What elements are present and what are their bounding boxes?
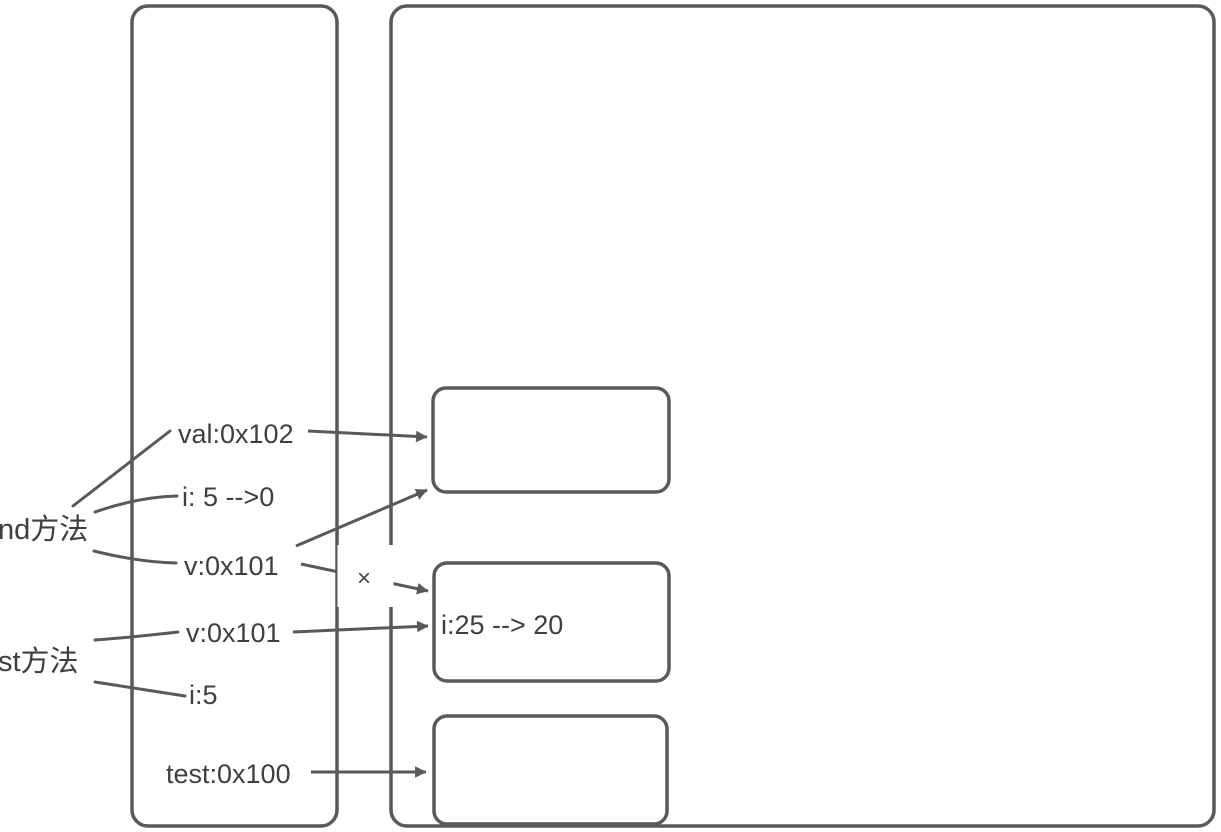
method-label-test: st方法 — [0, 645, 79, 678]
var-label-append-v: v:0x101 — [184, 551, 279, 581]
arrow-test-v-to-middle-object — [292, 620, 429, 634]
cross-mark: × — [357, 565, 371, 592]
var-label-test-i: i:5 — [189, 680, 218, 710]
connector-test-to-i — [93, 680, 187, 698]
arrow-append-v-to-top-object — [295, 488, 428, 548]
heap-object-top-box — [431, 386, 671, 494]
heap-object-middle-box — [432, 561, 671, 683]
connector-append-to-v — [92, 549, 178, 565]
var-label-test-ref: test:0x100 — [166, 759, 291, 789]
heap-object-bottom-box — [432, 714, 669, 826]
stack-rect — [130, 4, 339, 828]
connector-append-to-val — [71, 429, 172, 508]
var-label-append-i: i: 5 -->0 — [182, 482, 274, 512]
heap-object-middle-value: i:25 --> 20 — [441, 610, 563, 640]
connector-append-to-i — [93, 494, 179, 514]
arrow-val-to-top-object — [307, 429, 428, 443]
var-label-val: val:0x102 — [178, 419, 294, 449]
connector-test-to-v — [93, 630, 180, 642]
var-label-test-v: v:0x101 — [186, 618, 281, 648]
method-label-append: nd方法 — [0, 513, 88, 546]
cross-patch — [337, 545, 394, 607]
